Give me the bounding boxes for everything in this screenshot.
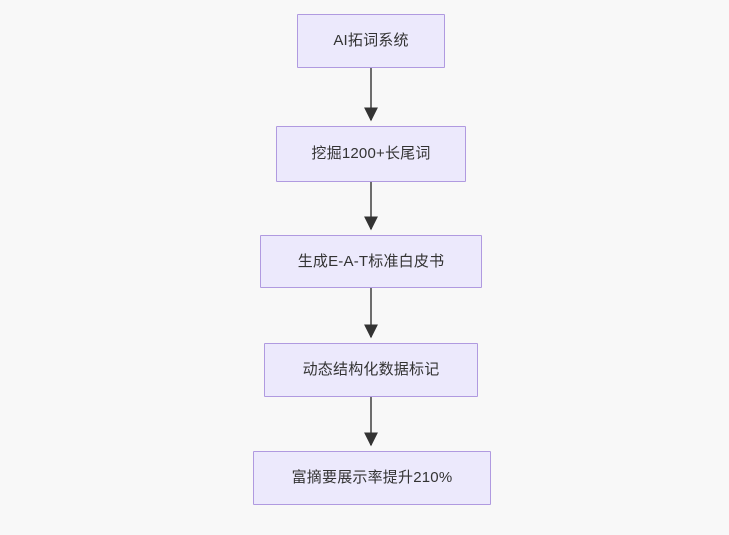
flowchart-node-mine-longtail-keywords[interactable]: 挖掘1200+长尾词 — [276, 126, 466, 182]
flowchart-node-rich-snippet-rate-increase[interactable]: 富摘要展示率提升210% — [253, 451, 491, 505]
node-label: 生成E-A-T标准白皮书 — [297, 252, 445, 270]
flowchart-node-dynamic-structured-data-markup[interactable]: 动态结构化数据标记 — [264, 343, 478, 397]
flowchart-node-generate-eat-whitepaper[interactable]: 生成E-A-T标准白皮书 — [260, 235, 482, 288]
node-label: AI拓词系统 — [333, 32, 409, 49]
node-label: 挖掘1200+长尾词 — [311, 145, 431, 162]
flowchart-node-ai-keyword-system[interactable]: AI拓词系统 — [297, 14, 445, 68]
node-label: 富摘要展示率提升210% — [291, 469, 453, 486]
node-label: 动态结构化数据标记 — [302, 361, 440, 378]
